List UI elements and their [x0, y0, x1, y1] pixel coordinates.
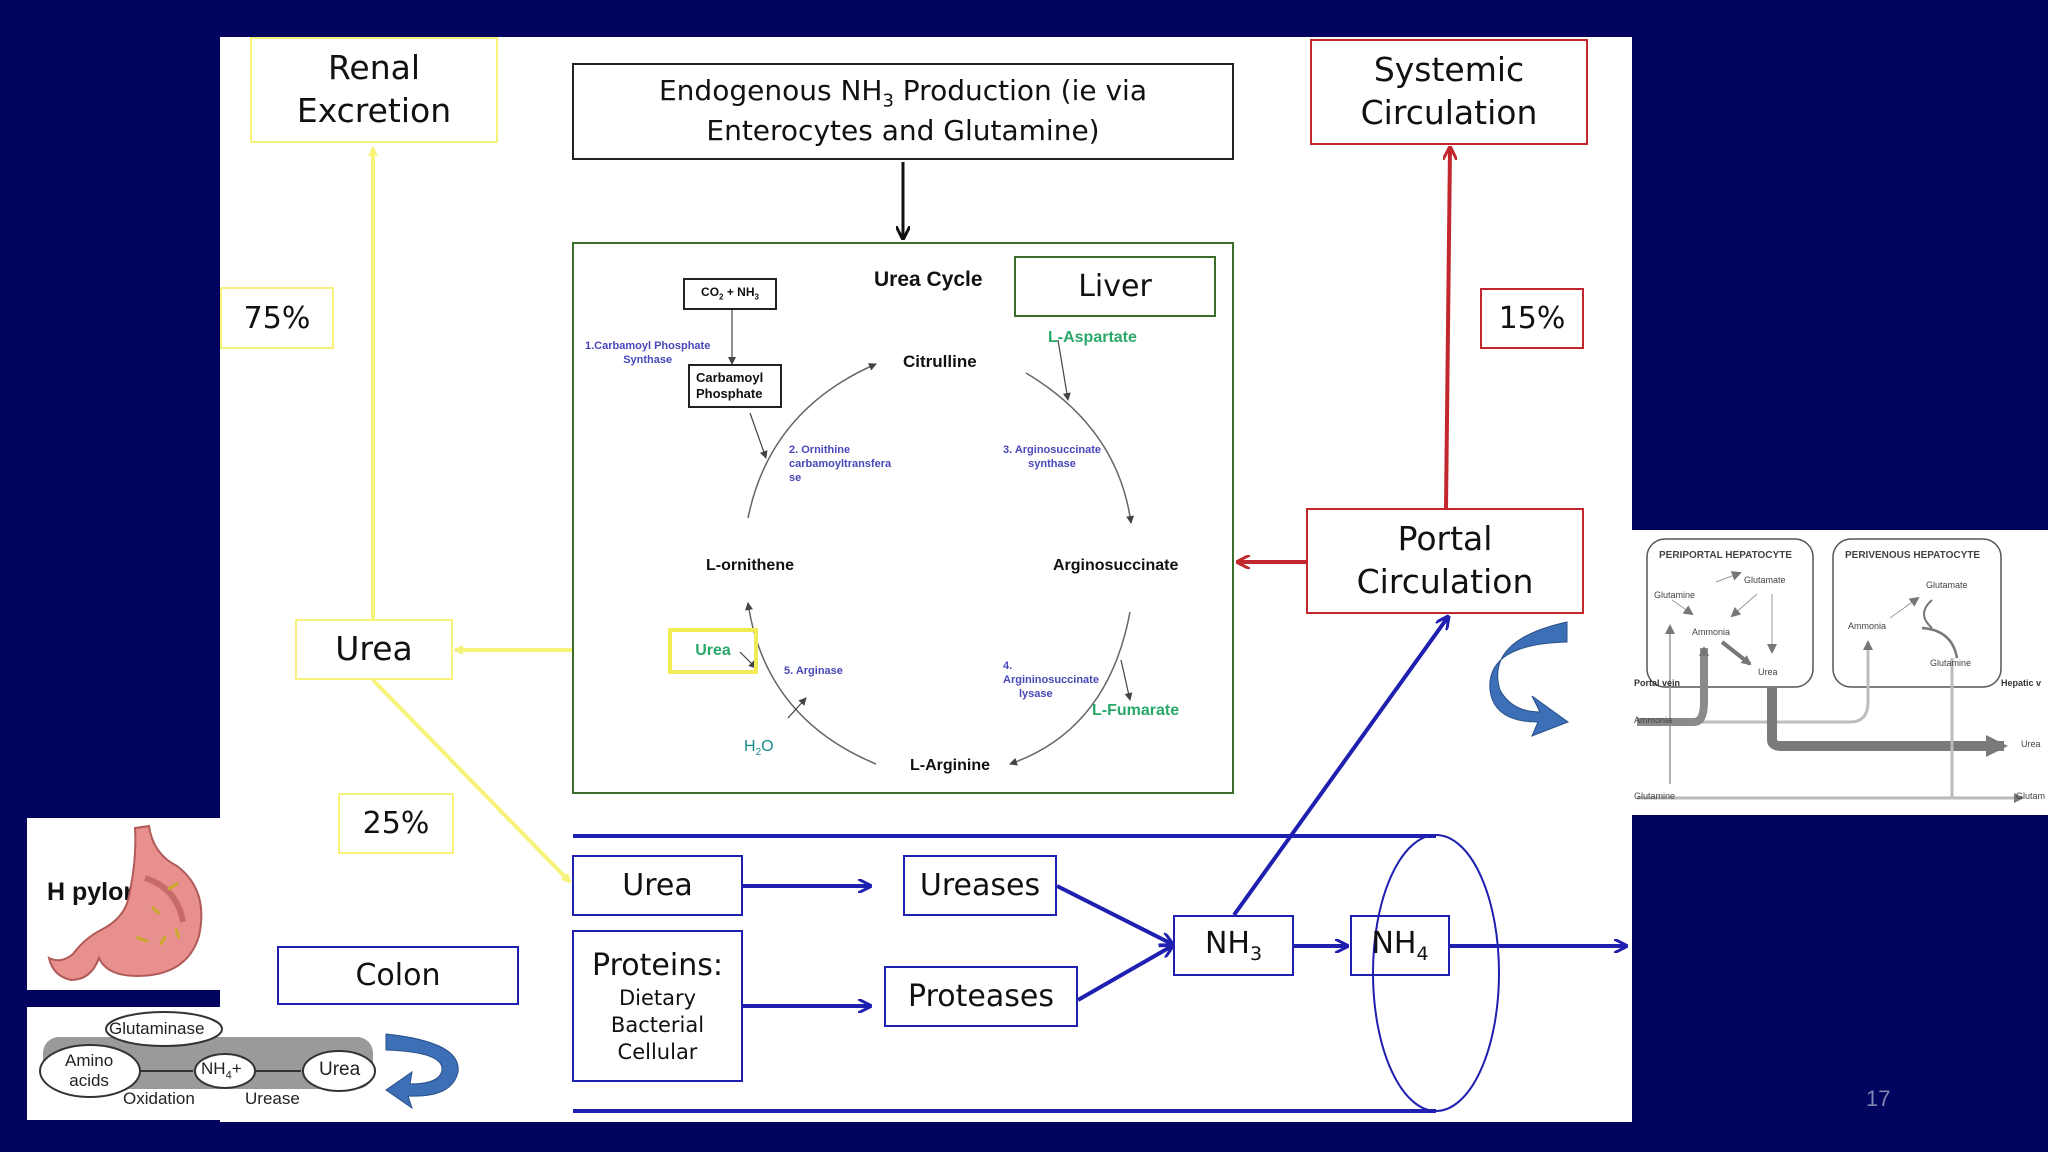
renal-excretion-box: Renal Excretion [250, 37, 498, 143]
l-arginine-label: L-Arginine [910, 757, 990, 774]
enzyme-4-label: 4. Argininosuccinate lysase [1003, 660, 1099, 700]
arc-arginosuccinate-arginine [1009, 611, 1131, 766]
hepatocyte-curved-arrow-icon [1489, 621, 1570, 737]
ureases-box: Ureases [903, 855, 1057, 916]
endogenous-production-box: Endogenous NH3 Production (ie via Entero… [572, 63, 1234, 160]
periportal-label: PERIPORTAL HEPATOCYTE [1659, 550, 1792, 561]
perivenous-label: PERIVENOUS HEPATOCYTE [1845, 550, 1981, 561]
nh4-plus-label: NH4+ [201, 1059, 242, 1082]
arrow-urea-to-gut [371, 678, 572, 884]
arrow-nh3-to-portal [1232, 617, 1448, 917]
h-pylori-label: H pylori [47, 878, 141, 906]
colon-urea-label: Urea [319, 1059, 361, 1080]
arginosuccinate-label: Arginosuccinate [1053, 557, 1179, 574]
hepatocyte-diagram [1637, 538, 2024, 803]
liver-label-box: Liver [1014, 256, 1216, 317]
colon-diagram-panel: Glutaminase Amino acids NH4+ Urea Oxidat… [27, 1007, 377, 1120]
urea-cycle-panel [572, 242, 1234, 794]
page-number: 17 [1866, 1086, 1891, 1111]
arrow-proteases-to-nh3 [1077, 946, 1172, 1002]
urease-label: Urease [245, 1089, 300, 1108]
colon-curved-arrow-icon [385, 1033, 459, 1110]
systemic-circulation-box: Systemic Circulation [1310, 39, 1588, 145]
urea-cycle-urea-box: Urea [668, 628, 758, 674]
nh3-box: NH3 [1173, 915, 1294, 976]
arc-citrulline-arginosuccinate [1025, 372, 1135, 524]
gut-ellipse [1372, 834, 1500, 1112]
citrulline-label: Citrulline [903, 352, 977, 371]
urea-box: Urea [295, 619, 453, 680]
enzyme-2-label: 2. Ornithine carbamoyltransfera se [789, 444, 892, 484]
nh4-box: NH4 [1350, 915, 1450, 976]
percent-25-box: 25% [338, 793, 454, 854]
l-fumarate-label: L-Fumarate [1092, 702, 1180, 719]
l-ornithene-label: L-ornithene [706, 557, 794, 574]
percent-15-box: 15% [1480, 288, 1584, 349]
proteases-box: Proteases [884, 966, 1078, 1027]
enzyme-1-label: 1.Carbamoyl Phosphate Synthase [585, 340, 711, 366]
portal-circulation-box: Portal Circulation [1306, 508, 1584, 614]
h2o-label: H2O [744, 738, 774, 759]
enzyme-3-label: 3. Arginosuccinate synthase [1003, 444, 1102, 470]
arc-ornithine-citrulline [747, 363, 877, 519]
arrow-portal-to-systemic [1446, 148, 1450, 509]
gut-urea-box: Urea [572, 855, 743, 916]
percent-75-box: 75% [220, 287, 334, 349]
colon-flow-diagram [39, 1011, 376, 1098]
stomach-icon [47, 824, 203, 982]
carbamoyl-phosphate-box: Carbamoyl Phosphate [688, 364, 782, 408]
glutaminase-label: Glutaminase [109, 1019, 205, 1038]
amino-acids-label: Amino acids [65, 1051, 114, 1090]
l-aspartate-label: L-Aspartate [1048, 329, 1137, 346]
co2-nh3-box: CO2 + NH3 [683, 278, 777, 310]
arrow-ureases-to-nh3 [1056, 884, 1172, 944]
urea-cycle-title: Urea Cycle [874, 268, 983, 291]
hepatocyte-panel: PERIPORTAL HEPATOCYTE PERIVENOUS HEPATOC… [1632, 530, 2048, 815]
proteins-box: Proteins: Dietary Bacterial Cellular [572, 930, 743, 1082]
oxidation-label: Oxidation [123, 1089, 195, 1108]
colon-box: Colon [277, 946, 519, 1005]
enzyme-5-label: 5. Arginase [784, 665, 843, 677]
h-pylori-panel: H pylori [27, 818, 220, 990]
